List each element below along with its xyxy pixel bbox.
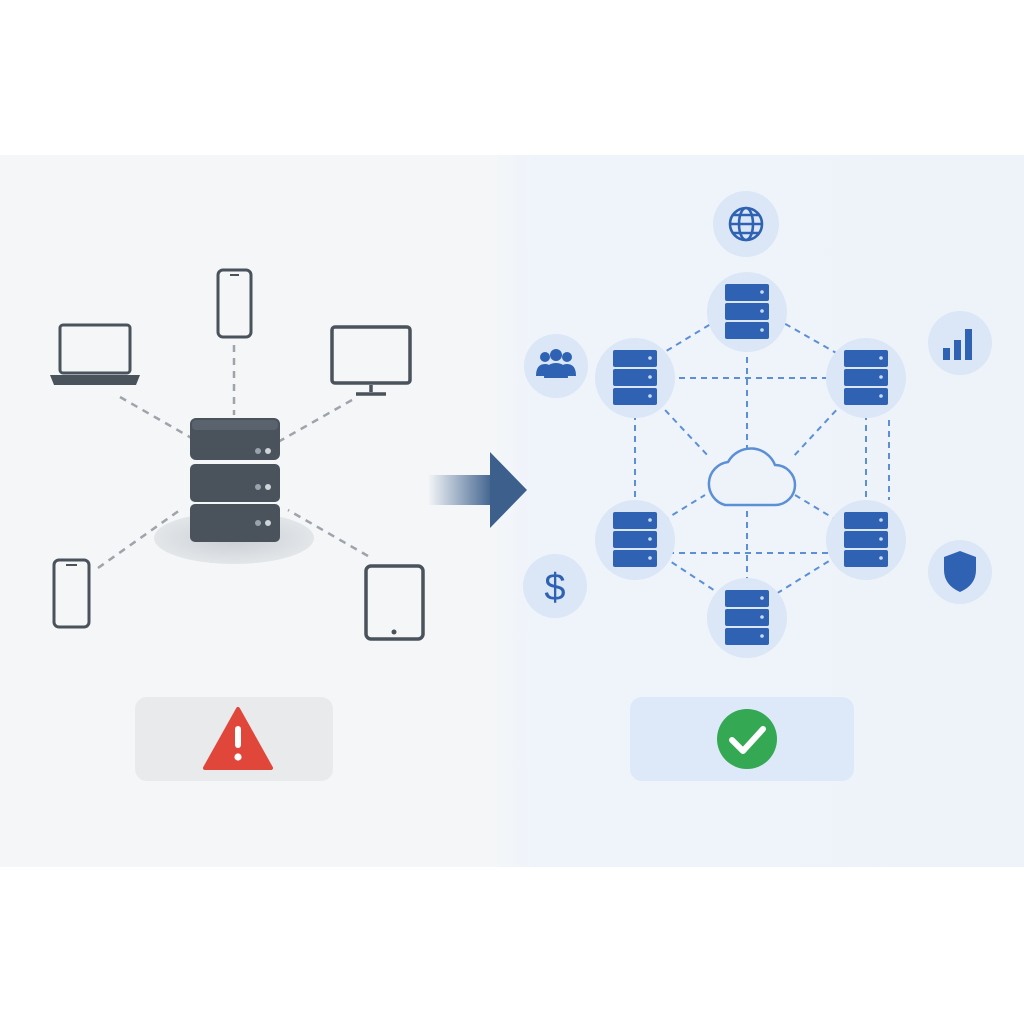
central-server-icon	[190, 418, 280, 542]
centralized-links	[97, 345, 369, 570]
link-laptop	[119, 395, 196, 442]
link-monitor	[277, 398, 353, 444]
server-icon	[844, 350, 888, 405]
shield-icon	[928, 540, 992, 604]
tablet-icon	[364, 564, 425, 641]
server-node-6	[707, 578, 787, 658]
cloud-icon	[707, 447, 797, 507]
server-nodes	[595, 272, 906, 658]
server-node-2	[595, 338, 675, 418]
laptop-icon	[50, 323, 140, 385]
warning-icon	[203, 707, 273, 770]
bar-chart-icon	[928, 311, 992, 375]
desktop-monitor-icon	[330, 325, 412, 396]
server-icon	[613, 512, 657, 567]
server-icon	[613, 350, 657, 405]
server-icon	[725, 590, 769, 645]
server-node-1	[707, 272, 787, 352]
server-node-3	[826, 338, 906, 418]
svg-text:$: $	[544, 567, 565, 609]
server-icon	[725, 284, 769, 339]
smartphone-icon-left	[52, 558, 91, 629]
arrow-right-icon	[428, 452, 527, 528]
users-icon	[524, 334, 588, 398]
link-phone-left	[97, 508, 181, 570]
checkmark-icon	[717, 709, 777, 769]
smartphone-icon-top	[216, 268, 253, 339]
server-icon	[844, 512, 888, 567]
server-node-5	[826, 500, 906, 580]
dollar-icon: $	[523, 554, 587, 618]
globe-icon	[713, 191, 779, 257]
link-tablet	[287, 508, 369, 558]
server-node-4	[595, 500, 675, 580]
